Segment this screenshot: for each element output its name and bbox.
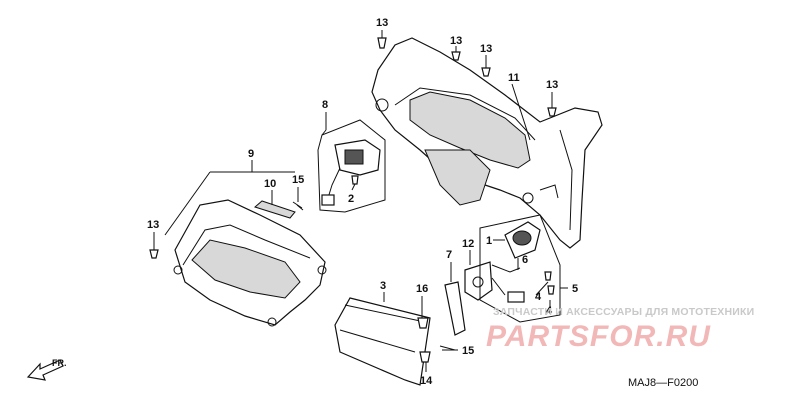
lower-cover-panel (173, 199, 327, 327)
callout-15: 15 (462, 345, 474, 357)
emblem-strip (253, 200, 296, 219)
fasteners (149, 37, 557, 363)
callout-4: 4 (546, 305, 553, 317)
callout-labels: 13 13 13 13 13 11 8 9 10 15 2 3 16 14 15… (147, 17, 578, 387)
callout-5: 5 (572, 283, 578, 295)
pocket-pad (334, 297, 431, 386)
callout-9: 9 (248, 148, 254, 160)
watermark-tagline: ЗАПЧАСТИ И АКСЕССУАРЫ ДЛЯ МОТОТЕХНИКИ (493, 306, 754, 318)
callout-1: 1 (486, 235, 492, 247)
front-label: FR. (52, 358, 67, 368)
callout-13: 13 (147, 219, 159, 231)
callout-3: 3 (380, 280, 386, 292)
leader-lines (153, 30, 568, 372)
watermark: ЗАПЧАСТИ И АКСЕССУАРЫ ДЛЯ МОТОТЕХНИКИ PA… (486, 306, 754, 353)
switch-assembly (317, 119, 386, 213)
callout-13: 13 (480, 43, 492, 55)
diagram-code: MAJ8—F0200 (628, 377, 698, 389)
callout-16: 16 (416, 283, 428, 295)
socket-assembly (444, 214, 561, 336)
callout-4: 4 (535, 291, 542, 303)
callout-13: 13 (450, 35, 462, 47)
callout-10: 10 (264, 178, 276, 190)
front-direction-arrow: FR. (26, 358, 67, 381)
callout-8: 8 (322, 99, 328, 111)
callout-12: 12 (462, 238, 474, 250)
inner-fairing-panel (371, 37, 603, 249)
callout-2: 2 (348, 193, 354, 205)
callout-7: 7 (446, 249, 452, 261)
callout-13: 13 (546, 79, 558, 91)
callout-15: 15 (292, 174, 304, 186)
watermark-logo: PARTSFOR.RU (486, 320, 711, 353)
callout-11: 11 (508, 72, 520, 84)
callout-6: 6 (522, 254, 528, 266)
callout-13: 13 (376, 17, 388, 29)
callout-14: 14 (420, 375, 433, 387)
